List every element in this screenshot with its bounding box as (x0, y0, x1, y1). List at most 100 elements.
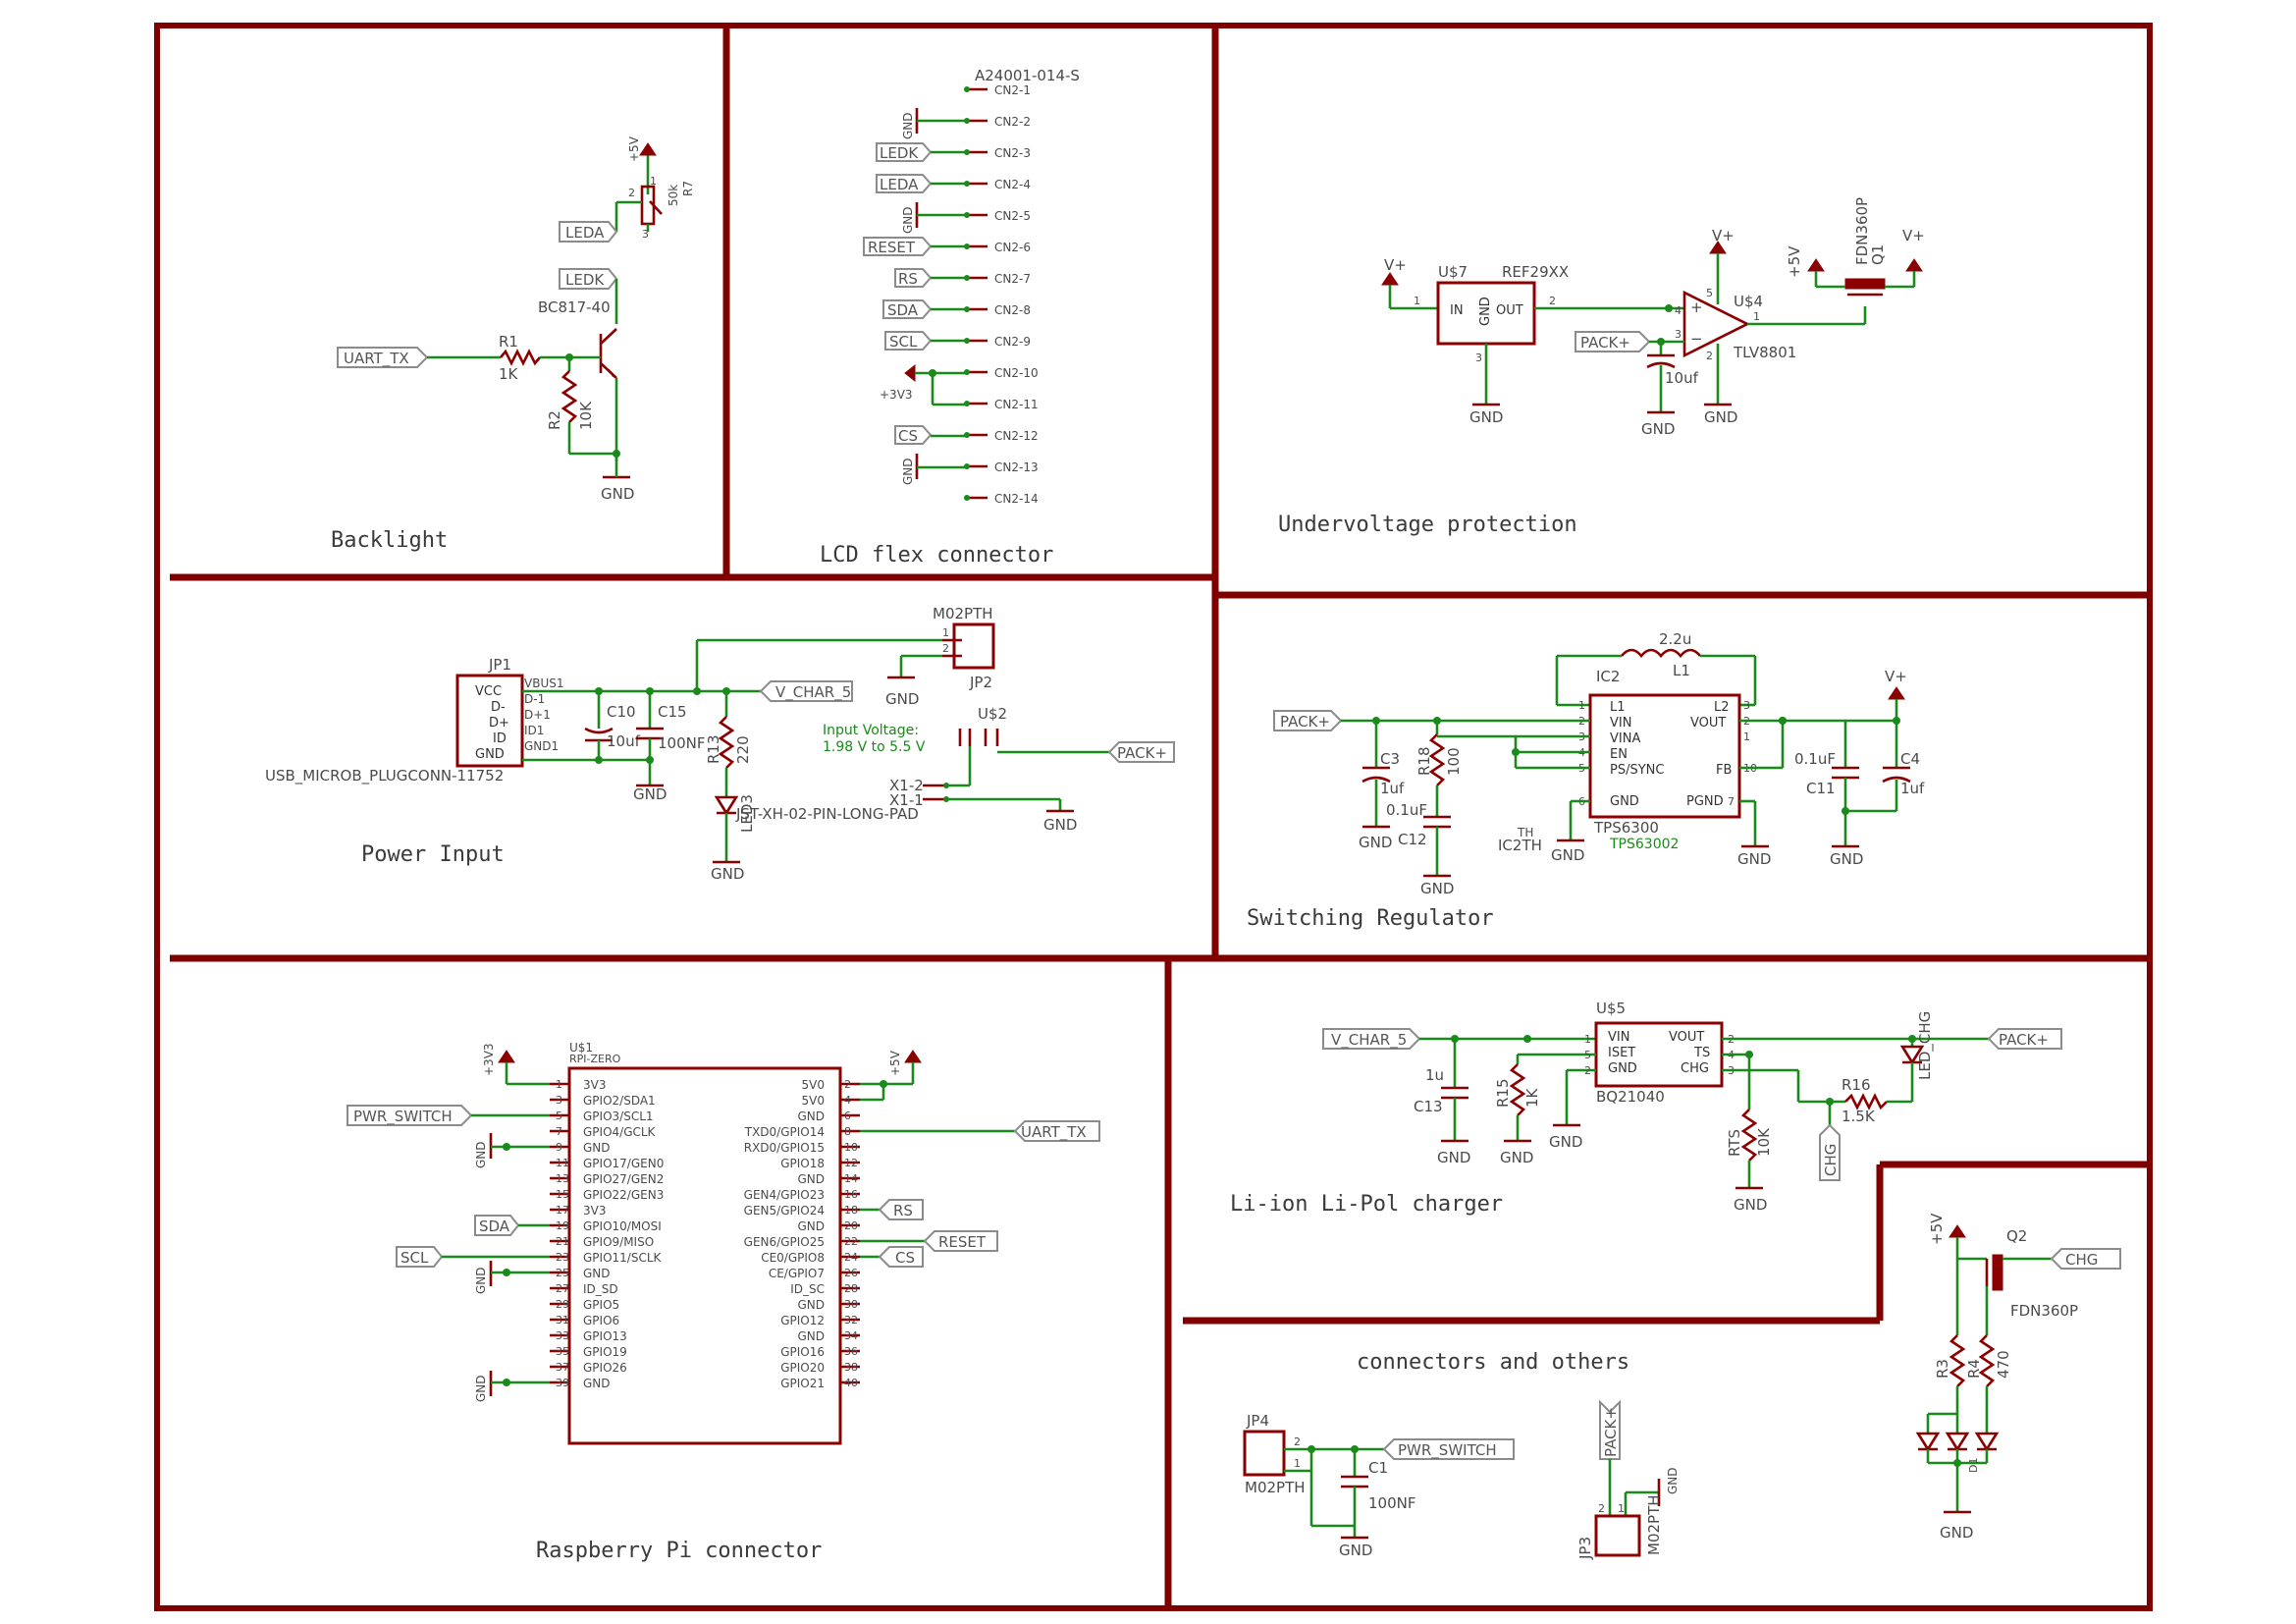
r3-name: R3 (1934, 1359, 1951, 1379)
flag-text: PACK+ (1280, 713, 1330, 731)
pin-number: 1 (1743, 731, 1750, 743)
rpi-pin-name: GPIO16 (780, 1345, 825, 1359)
lcd-pin-label: CN2-7 (994, 272, 1031, 286)
pin-name: D- (491, 700, 506, 715)
pin-name: GND (475, 747, 505, 762)
jp4-part: M02PTH (1245, 1479, 1306, 1496)
q2-part: FDN360P (2010, 1302, 2078, 1320)
net-flag-vchar5 (1322, 1028, 1421, 1050)
rpi-pin-name: ID_SC (790, 1282, 825, 1296)
inductor-l1 (1621, 648, 1701, 659)
supply-arrow-icon (1905, 258, 1923, 272)
r4-name: R4 (1965, 1359, 1983, 1379)
resistor-rts (1740, 1109, 1758, 1162)
pin-number: 2 (1584, 1064, 1591, 1077)
c13-value: 1u (1425, 1066, 1444, 1084)
pin-name: PS/SYNC (1610, 763, 1664, 778)
outer-border (154, 23, 2153, 1611)
supply-label: V+ (1384, 256, 1407, 274)
supply-label: +3V3 (482, 1043, 496, 1076)
pin-label: VBUS1 (524, 677, 563, 690)
gnd-label: GND (1339, 1542, 1372, 1559)
led-chg-icon (1899, 1045, 1925, 1065)
pin-name: L1 (1610, 700, 1626, 715)
pin-label: 1 (1294, 1457, 1301, 1470)
r18-name: R18 (1415, 746, 1433, 776)
rpi-pin-name: 3V3 (583, 1204, 606, 1218)
rpi-pin-name: GND (797, 1172, 825, 1186)
pin-label: 1 (942, 626, 949, 639)
rpi-pin-name: GPIO9/MISO (583, 1235, 654, 1249)
pin-name: VIN (1610, 716, 1631, 731)
rpi-pin-name: GPIO6 (583, 1314, 619, 1327)
lcd-connector: A24001-014-S CN2-1CN2-2CN2-3CN2-4CN2-5CN… (863, 67, 1080, 506)
lcd-pin-label: CN2-3 (994, 146, 1031, 160)
rpi-pin-number: 21 (556, 1235, 569, 1248)
net-flag-ledk (876, 142, 933, 162)
gnd-label: GND (1940, 1524, 1973, 1542)
net-flag-uart-tx (337, 347, 429, 368)
net-flag-reset (863, 237, 933, 256)
rpi-pin-name: GPIO4/GCLK (583, 1125, 657, 1139)
input-voltage-note: Input Voltage: (823, 723, 919, 738)
pin-label: GND1 (524, 739, 559, 753)
pin-name: TS (1693, 1046, 1710, 1060)
net-flag-reset (923, 1230, 998, 1252)
r1-name: R1 (499, 333, 518, 351)
rpi-pin-number: 2 (844, 1078, 851, 1091)
flag-text: CS (895, 1249, 915, 1267)
resistor-r3 (1949, 1334, 1966, 1387)
r2-value: 10K (577, 401, 595, 430)
cap-value: 10uf (1665, 369, 1699, 387)
title-backlight: Backlight (331, 528, 448, 553)
gnd-label: GND (474, 1375, 488, 1402)
pin-name: VOUT (1669, 1030, 1704, 1045)
pin-label: 3 (1675, 328, 1682, 341)
lcd-pin-label: CN2-14 (994, 492, 1039, 506)
rpi-pin-name: 3V3 (583, 1078, 606, 1092)
pin-label: 1 (650, 175, 657, 188)
u1-name: U$1 (569, 1041, 593, 1055)
transistor-label: BC817-40 (538, 298, 611, 316)
rpi-pin-number: 40 (844, 1377, 858, 1389)
rpi-model: RPI-ZERO (569, 1053, 621, 1065)
r7-value: 50k (667, 185, 680, 206)
uvp-circuit: V+ 1 U$7 REF29XX IN OUT GND 2 3 GND + − … (1381, 197, 1925, 438)
net-flag-sda (882, 299, 933, 319)
c10-value: 10uf (607, 732, 641, 750)
capacitor-c10 (584, 727, 614, 734)
net-flag-rs (894, 268, 933, 288)
pin-label: 1 (1618, 1502, 1625, 1515)
rpi-pin-number: 13 (556, 1172, 569, 1185)
pin-name: GND (1608, 1061, 1637, 1076)
pin-label: 4 (1675, 304, 1682, 317)
supply-label: +3V3 (880, 388, 913, 402)
pin-label: 2 (942, 642, 949, 655)
rpi-pin-name: GPIO10/MOSI (583, 1219, 662, 1233)
flag-text: SDA (887, 301, 919, 319)
gnd-label: GND (1704, 408, 1737, 426)
pin-number: 1 (1578, 699, 1585, 712)
flag-text: UART_TX (344, 350, 409, 368)
rpi-pin-name: RXD0/GPIO15 (744, 1141, 825, 1155)
r13-value: 220 (734, 735, 752, 764)
pin-name: FB (1716, 763, 1732, 778)
jp3-part: M02PTH (1645, 1494, 1663, 1555)
jp2-name: JP2 (969, 674, 992, 691)
pin-name: + (1690, 298, 1703, 316)
supply-label: V+ (1902, 227, 1925, 244)
lcd-pin-dot (964, 495, 970, 501)
pin-name: VCC (475, 684, 502, 699)
flag-text: RS (898, 270, 918, 288)
rpi-pin-name: GPIO11/SCLK (583, 1251, 663, 1265)
chip-ref-name: U$4 (1734, 293, 1763, 310)
rpi-zero-header (567, 1066, 842, 1445)
rpi-pin-number: 20 (844, 1219, 858, 1232)
ic2th-label: IC2TH (1498, 837, 1542, 854)
flag-text: LEDK (565, 271, 605, 289)
pin-number: 5 (1584, 1049, 1591, 1061)
r1-value: 1K (499, 365, 519, 383)
jp3-name: JP3 (1576, 1537, 1594, 1560)
jp2-part: M02PTH (933, 605, 993, 623)
